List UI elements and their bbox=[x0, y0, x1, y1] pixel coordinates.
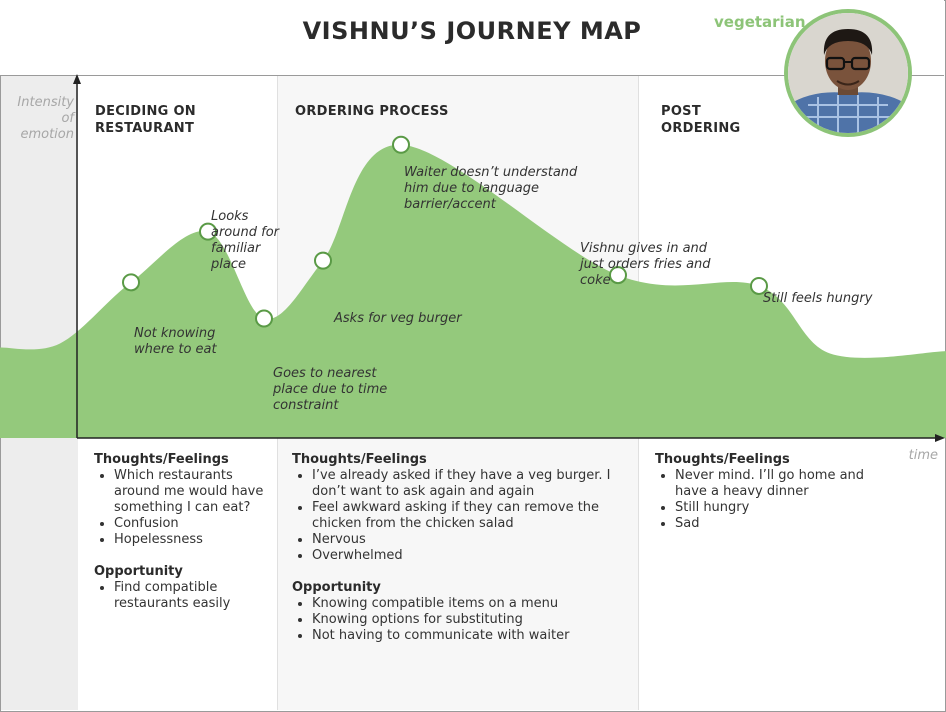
moment-marker bbox=[750, 276, 768, 295]
y-axis-label: Intensity of emotion bbox=[17, 95, 74, 142]
stage-title-ordering: ORDERING PROCESS bbox=[295, 104, 449, 119]
list-item: Never mind. I’ll go home and have a heav… bbox=[675, 468, 885, 500]
list-item: Which restaurants around me would have s… bbox=[114, 468, 269, 516]
moment-marker bbox=[199, 222, 217, 241]
section-ordering: Thoughts/Feelings I’ve already asked if … bbox=[292, 452, 626, 660]
opportunity-list: Knowing compatible items on a menu Knowi… bbox=[292, 596, 626, 644]
list-item: Sad bbox=[675, 516, 885, 532]
opportunity-list: Find compatible restaurants easily bbox=[94, 580, 269, 612]
list-item: I’ve already asked if they have a veg bu… bbox=[312, 468, 626, 500]
moment-note: Asks for veg burger bbox=[334, 311, 462, 326]
list-item: Knowing compatible items on a menu bbox=[312, 596, 626, 612]
persona-tag: vegetarian bbox=[714, 13, 806, 31]
moment-marker bbox=[122, 273, 140, 292]
section-deciding: Thoughts/Feelings Which restaurants arou… bbox=[94, 452, 269, 628]
list-item: Feel awkward asking if they can remove t… bbox=[312, 500, 626, 532]
moment-note: Still feels hungry bbox=[763, 291, 873, 306]
moment-marker bbox=[609, 266, 627, 285]
thoughts-list: Never mind. I’ll go home and have a heav… bbox=[655, 468, 885, 532]
list-item: Still hungry bbox=[675, 500, 885, 516]
list-item: Overwhelmed bbox=[312, 548, 626, 564]
list-item: Confusion bbox=[114, 516, 269, 532]
avatar bbox=[784, 9, 912, 137]
moment-marker bbox=[255, 309, 273, 328]
thoughts-list: Which restaurants around me would have s… bbox=[94, 468, 269, 548]
thoughts-heading: Thoughts/Feelings bbox=[292, 452, 427, 467]
opportunity-heading: Opportunity bbox=[292, 580, 381, 595]
opportunity-heading: Opportunity bbox=[94, 564, 183, 579]
thoughts-heading: Thoughts/Feelings bbox=[94, 452, 229, 467]
thoughts-heading: Thoughts/Feelings bbox=[655, 452, 790, 467]
list-item: Knowing options for substituting bbox=[312, 612, 626, 628]
y-axis-arrow-icon bbox=[73, 74, 81, 84]
x-axis-arrow-icon bbox=[935, 434, 945, 442]
list-item: Find compatible restaurants easily bbox=[114, 580, 269, 612]
moment-marker bbox=[314, 251, 332, 270]
x-axis-label: time bbox=[908, 448, 938, 463]
list-item: Not having to communicate with waiter bbox=[312, 628, 626, 644]
emotion-curve-area bbox=[0, 144, 946, 438]
moment-marker bbox=[392, 135, 410, 154]
page-title: VISHNU’S JOURNEY MAP bbox=[302, 17, 642, 45]
thoughts-list: I’ve already asked if they have a veg bu… bbox=[292, 468, 626, 564]
section-post-ordering: Thoughts/Feelings Never mind. I’ll go ho… bbox=[655, 452, 885, 548]
list-item: Hopelessness bbox=[114, 532, 269, 548]
list-item: Nervous bbox=[312, 532, 626, 548]
person-icon bbox=[788, 13, 908, 133]
